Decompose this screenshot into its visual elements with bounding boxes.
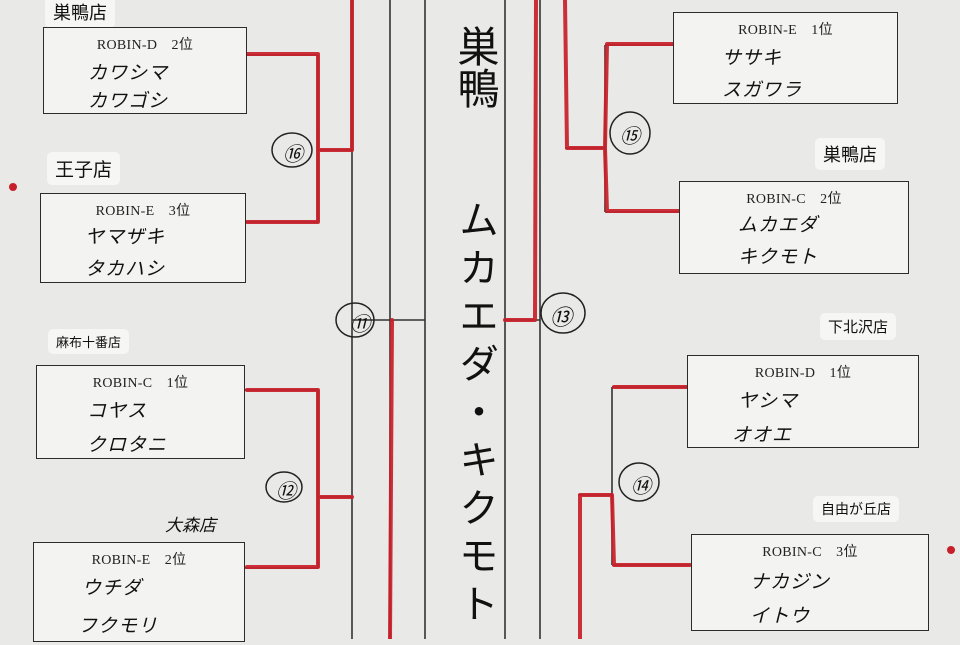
- team-header: ROBIN-E 3位: [95, 204, 191, 219]
- branch-tag-sugamo-left: 巣鴨店: [45, 0, 115, 28]
- branch-tag-sugamo-right: 巣鴨店: [815, 138, 885, 170]
- team-header: ROBIN-E 2位: [91, 553, 187, 568]
- team-header: ROBIN-C 2位: [746, 192, 842, 207]
- match-number: ⑫: [276, 479, 296, 503]
- team-player-1: ヤシマ: [738, 390, 799, 412]
- winner-column: 巣鴨 ムカエダ・キクモト: [432, 0, 502, 639]
- team-player-2: フクモリ: [78, 615, 159, 637]
- team-header: ROBIN-C 3位: [762, 545, 858, 560]
- team-box-left-1: ROBIN-D 2位 カワシマ カワゴシ: [43, 27, 247, 114]
- match-number: ⑬: [550, 306, 573, 331]
- team-box-left-2: ROBIN-E 3位 ヤマザキ タカハシ: [40, 193, 246, 283]
- team-player-1: カワシマ: [88, 62, 169, 84]
- team-player-2: クロタニ: [87, 434, 168, 456]
- branch-tag-shimokitazawa: 下北沢店: [820, 313, 897, 340]
- team-player-1: コヤス: [87, 400, 148, 422]
- handwritten-branch-omori: 大森店: [165, 516, 216, 536]
- team-box-left-4: ROBIN-E 2位 ウチダ フクモリ: [33, 542, 245, 642]
- match-number: ⑭: [631, 474, 651, 498]
- team-header: ROBIN-D 1位: [754, 366, 852, 381]
- winner-branch: 巣鴨: [451, 25, 500, 109]
- match-number: ⑮: [620, 124, 640, 148]
- team-player-2: オオエ: [732, 424, 793, 446]
- team-box-right-2: ROBIN-C 2位 ムカエダ キクモト: [679, 181, 909, 274]
- team-box-right-3: ROBIN-D 1位 ヤシマ オオエ: [687, 355, 919, 448]
- branch-tag-azabu: 麻布十番店: [48, 329, 130, 354]
- team-header: ROBIN-C 1位: [92, 376, 189, 391]
- team-player-1: ササキ: [722, 47, 783, 69]
- team-player-1: ムカエダ: [738, 214, 819, 236]
- team-player-2: キクモト: [738, 246, 819, 268]
- match-number: ⑪: [350, 312, 370, 336]
- team-player-2: タカハシ: [85, 258, 166, 280]
- team-player-2: スガワラ: [722, 79, 803, 101]
- team-box-left-3: ROBIN-C 1位 コヤス クロタニ: [36, 365, 245, 459]
- match-number: ⑯: [283, 142, 303, 166]
- branch-tag-oji: 王子店: [47, 152, 121, 185]
- winner-names: ムカエダ・キクモト: [452, 199, 498, 631]
- team-header: ROBIN-D 2位: [96, 38, 194, 53]
- team-header: ROBIN-E 1位: [738, 23, 833, 38]
- team-player-1: ウチダ: [82, 577, 143, 599]
- team-player-1: ナカジン: [750, 571, 831, 593]
- team-player-1: ヤマザキ: [85, 226, 166, 248]
- team-player-2: カワゴシ: [88, 90, 169, 112]
- team-box-right-4: ROBIN-C 3位 ナカジン イトウ: [691, 534, 929, 631]
- team-player-2: イトウ: [750, 605, 811, 627]
- branch-tag-jiyugaoka: 自由が丘店: [813, 496, 899, 522]
- team-box-right-1: ROBIN-E 1位 ササキ スガワラ: [673, 12, 898, 104]
